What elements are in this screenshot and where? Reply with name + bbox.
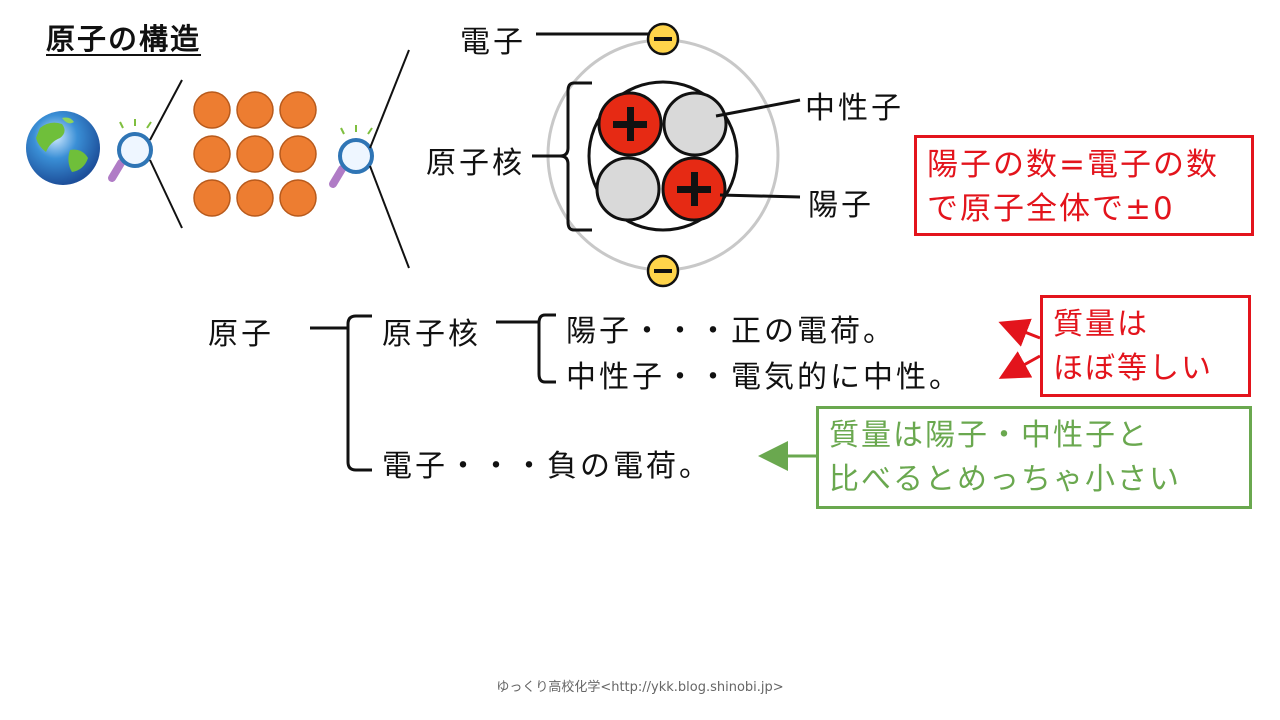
neutron	[595, 156, 661, 222]
proton-label: 陽子	[808, 188, 874, 223]
magnifier-icon	[108, 119, 153, 182]
footer-credit: ゆっくり高校化学<http://ykk.blog.shinobi.jp>	[496, 680, 784, 695]
tree-root-atom: 原子	[208, 317, 274, 352]
minus-icon	[654, 37, 672, 41]
neutron-label: 中性子	[805, 91, 904, 126]
mass-equal-box: 質量は ほぼ等しい	[1040, 295, 1251, 397]
zoom-lines-1	[149, 79, 183, 229]
tree-electron: 電子・・・負の電荷。	[382, 449, 712, 484]
particle-grid	[193, 91, 317, 217]
atom-leaders	[532, 32, 801, 232]
minus-icon	[654, 269, 672, 273]
tree-connectors	[310, 313, 556, 472]
charge-balance-box: 陽子の数=電子の数 で原子全体で±0	[914, 135, 1254, 236]
nucleus-label: 原子核	[426, 146, 525, 181]
electron-mass-line: 質量は陽子・中性子と	[829, 418, 1149, 453]
arrow-to-neutron	[998, 351, 1041, 379]
mass-equal-line: 質量は	[1053, 307, 1149, 342]
charge-balance-line: で原子全体で±0	[927, 191, 1175, 227]
charge-balance-line: 陽子の数=電子の数	[927, 147, 1219, 183]
proton	[661, 156, 727, 222]
electron-label: 電子	[460, 25, 526, 60]
mass-equal-line: ほぼ等しい	[1053, 351, 1213, 386]
electron	[646, 22, 680, 56]
page-title: 原子の構造	[46, 22, 202, 56]
electron-mass-line: 比べるとめっちゃ小さい	[829, 462, 1181, 497]
tree-proton: 陽子・・・正の電荷。	[566, 314, 896, 349]
proton	[597, 91, 663, 157]
tree-nucleus: 原子核	[382, 317, 481, 352]
magnifier-icon	[329, 125, 374, 188]
electron	[646, 254, 680, 288]
neutron	[662, 91, 728, 157]
earth-icon	[26, 111, 100, 185]
electron-mass-box: 質量は陽子・中性子と 比べるとめっちゃ小さい	[816, 406, 1252, 509]
zoom-lines-2	[369, 49, 410, 269]
plus-icon	[677, 172, 711, 206]
tree-neutron: 中性子・・電気的に中性。	[566, 360, 962, 395]
arrow-to-proton	[998, 318, 1041, 347]
plus-icon	[613, 107, 647, 141]
